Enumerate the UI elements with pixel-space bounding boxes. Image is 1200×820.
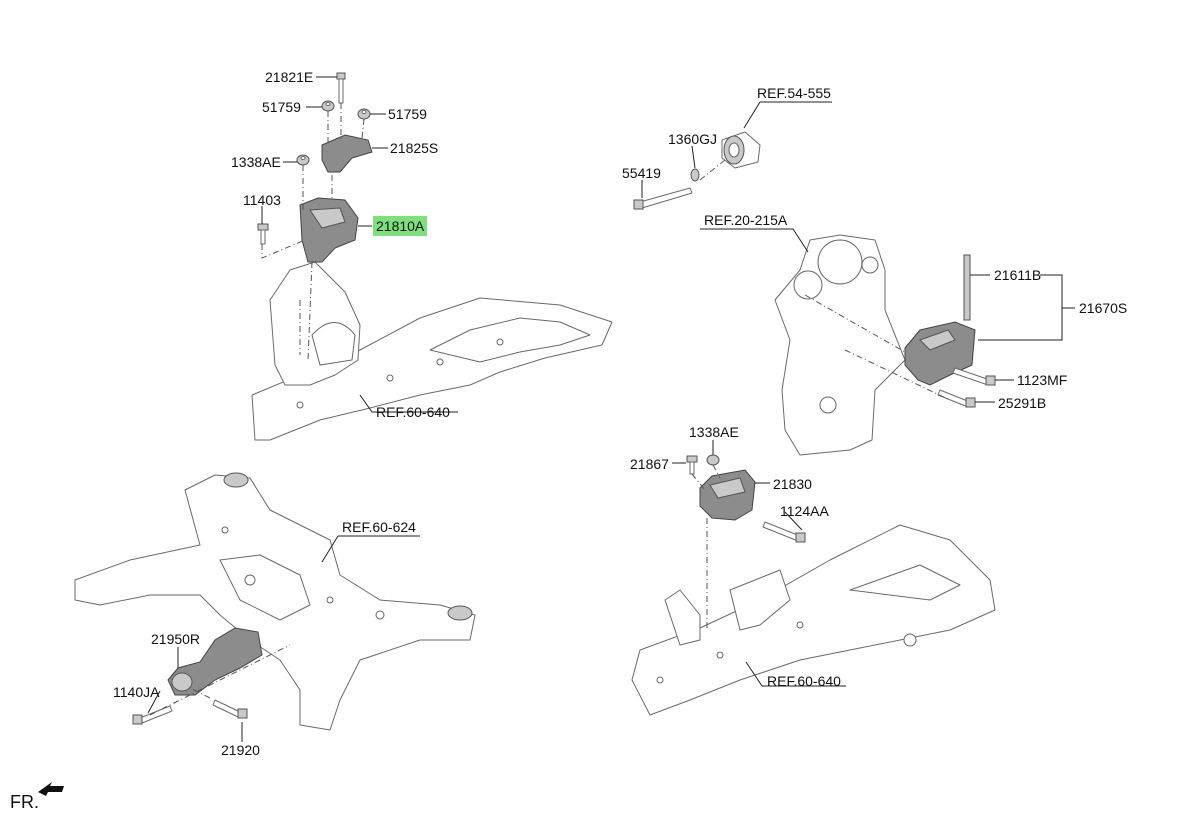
label-1123MF[interactable]: 1123MF — [1017, 372, 1067, 388]
label-1338AE-top[interactable]: 1338AE — [231, 154, 281, 170]
bushing-ref-54-555 — [721, 131, 761, 169]
leader-lines — [147, 76, 1075, 742]
stud-21611B — [963, 254, 971, 321]
highlight-21810A — [373, 216, 427, 236]
subframe-group — [74, 472, 476, 731]
bolt-25291B — [937, 389, 976, 408]
bolt-55419 — [633, 187, 693, 210]
label-21611B[interactable]: 21611B — [994, 267, 1041, 283]
label-21821E[interactable]: 21821E — [265, 69, 313, 85]
label-21810A[interactable]: 21810A — [376, 218, 425, 234]
label-51759-left[interactable]: 51759 — [262, 99, 301, 115]
label-51759-right[interactable]: 51759 — [388, 106, 427, 122]
engine-mount-21810A — [299, 197, 359, 263]
label-ref-60-640-top[interactable]: REF.60-640 — [376, 404, 450, 420]
label-ref-60-640-bottom[interactable]: REF.60-640 — [767, 673, 841, 689]
side-member-bracket — [269, 261, 361, 386]
clip-1360GJ — [690, 168, 700, 182]
nut-51759-right — [357, 108, 371, 120]
label-1124AA[interactable]: 1124AA — [780, 503, 829, 519]
part-labels: 21821E 51759 51759 21825S 1338AE 11403 2… — [10, 69, 1127, 812]
label-21920[interactable]: 21920 — [221, 742, 260, 758]
bolt-1140JA — [132, 705, 173, 725]
bolt-1124AA — [762, 521, 806, 543]
bolt-21920 — [212, 699, 248, 719]
label-55419[interactable]: 55419 — [622, 165, 661, 181]
label-ref-20-215A[interactable]: REF.20-215A — [704, 212, 788, 228]
label-21867[interactable]: 21867 — [630, 456, 669, 472]
nut-1338AE-mid — [706, 454, 720, 466]
bolt-21867 — [686, 455, 698, 475]
label-21830[interactable]: 21830 — [773, 476, 812, 492]
label-25291B[interactable]: 25291B — [998, 395, 1046, 411]
label-1360GJ[interactable]: 1360GJ — [668, 131, 717, 147]
bolt-11403 — [257, 223, 269, 245]
nut-51759-left — [321, 100, 335, 112]
label-21825S[interactable]: 21825S — [390, 140, 438, 156]
label-11403[interactable]: 11403 — [243, 192, 281, 208]
label-1140JA[interactable]: 1140JA — [113, 684, 160, 700]
front-direction-arrow-icon — [38, 782, 64, 796]
bracket-21825S — [321, 134, 373, 173]
label-front: FR. — [10, 792, 39, 812]
label-21670S[interactable]: 21670S — [1079, 300, 1127, 316]
bolt-1123MF — [952, 367, 996, 386]
label-ref-60-624[interactable]: REF.60-624 — [342, 519, 416, 535]
bolt-21821E — [336, 72, 346, 104]
rear-mount-group — [631, 454, 996, 716]
timing-cover-group — [633, 131, 996, 456]
label-ref-54-555[interactable]: REF.54-555 — [757, 85, 831, 101]
upper-mount-group — [251, 72, 613, 441]
label-1338AE-mid[interactable]: 1338AE — [689, 424, 739, 440]
label-21950R[interactable]: 21950R — [151, 631, 200, 647]
nut-1338AE-top — [296, 154, 310, 166]
